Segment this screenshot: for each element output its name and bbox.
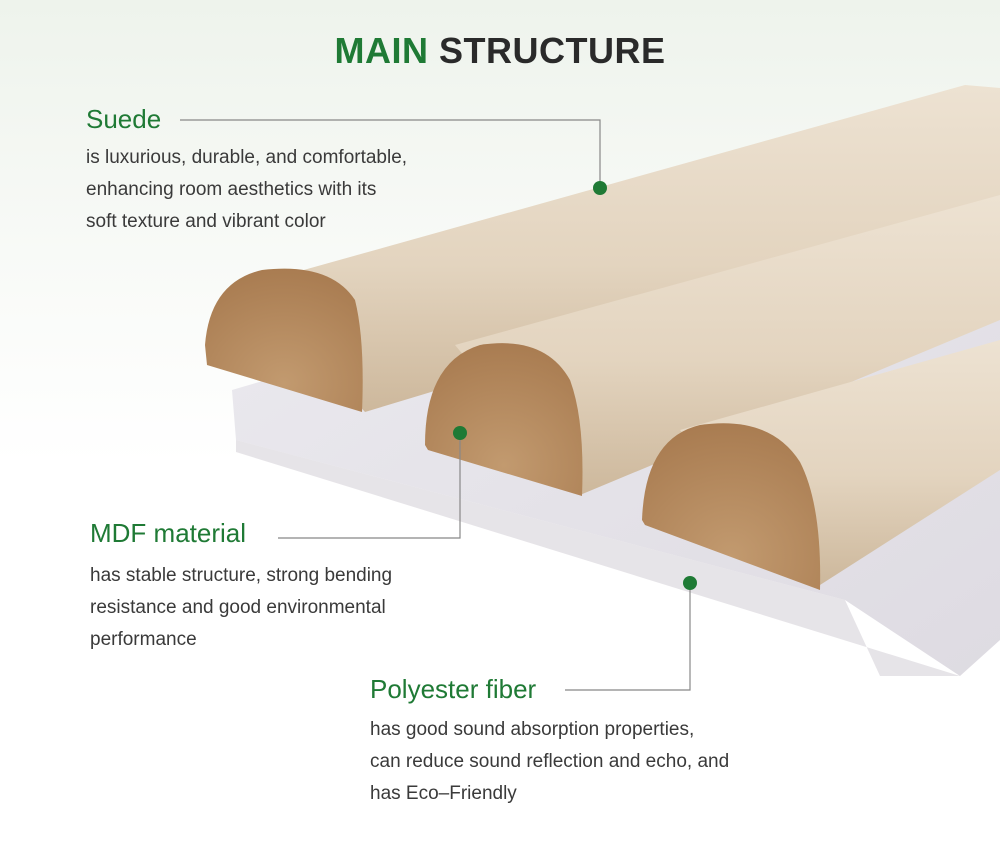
mdf-core-front bbox=[642, 423, 821, 590]
title-accent: MAIN bbox=[334, 30, 429, 71]
leader-lines bbox=[180, 119, 691, 691]
mdf-line: has stable structure, strong bending bbox=[90, 565, 393, 586]
mdf-line: performance bbox=[90, 629, 197, 650]
suede-marker-dot bbox=[593, 181, 607, 195]
polyester-line: has good sound absorption properties, bbox=[370, 719, 695, 740]
mdf-marker-dot bbox=[453, 426, 467, 440]
mdf-core-middle bbox=[425, 343, 583, 496]
polyester-line: has Eco–Friendly bbox=[370, 783, 517, 804]
page-title: MAIN STRUCTURE bbox=[0, 30, 1000, 72]
mdf-line: resistance and good environmental bbox=[90, 597, 386, 618]
suede-rod-back bbox=[205, 85, 1000, 412]
suede-heading: Suede bbox=[86, 104, 162, 134]
suede-rod-front bbox=[642, 340, 1000, 590]
mdf-description: has stable structure, strong bending res… bbox=[90, 560, 392, 656]
suede-rod-middle bbox=[425, 195, 1000, 496]
suede-line: soft texture and vibrant color bbox=[86, 211, 326, 232]
polyester-description: has good sound absorption properties, ca… bbox=[370, 714, 729, 810]
mdf-core-back bbox=[205, 268, 363, 412]
polyester-line: can reduce sound reflection and echo, an… bbox=[370, 751, 730, 772]
suede-description: is luxurious, durable, and comfortable, … bbox=[86, 142, 407, 238]
polyester-marker-dot bbox=[683, 576, 697, 590]
suede-line: enhancing room aesthetics with its bbox=[86, 179, 377, 200]
suede-line: is luxurious, durable, and comfortable, bbox=[86, 147, 408, 168]
mdf-heading: MDF material bbox=[90, 518, 247, 548]
polyester-heading: Polyester fiber bbox=[370, 674, 537, 704]
title-main: STRUCTURE bbox=[439, 30, 666, 71]
